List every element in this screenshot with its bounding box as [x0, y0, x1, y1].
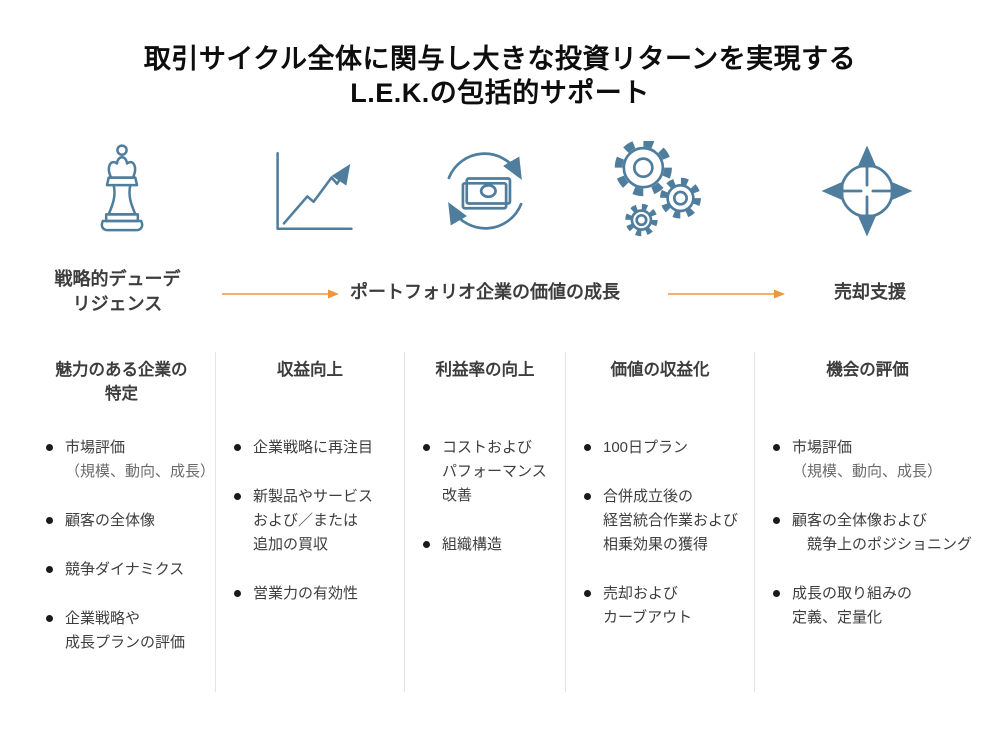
- bullet-list: コストおよび パフォーマンス 改善 組織構造: [411, 436, 559, 557]
- item-text: コストおよび パフォーマンス 改善: [442, 439, 547, 504]
- icons-row: [0, 140, 1000, 242]
- phase-due-diligence: 戦略的デューデ リジェンス: [20, 260, 215, 324]
- bullet-list: 市場評価 （規模、動向、成長） 顧客の全体像 競争ダイナミクス 企業戦略や 成長プ…: [34, 436, 216, 655]
- phase-value-growth: ポートフォリオ企業の価値の成長: [340, 260, 630, 324]
- list-item: 企業戦略に再注目: [234, 436, 398, 460]
- bullet-icon: [423, 444, 430, 451]
- bullet-icon: [773, 590, 780, 597]
- title-line-1: 取引サイクル全体に関与し大きな投資リターンを実現する: [143, 44, 857, 74]
- gears-icon: [565, 140, 754, 242]
- phase-flow: 戦略的デューデ リジェンス ポートフォリオ企業の価値の成長 売却支援: [0, 260, 1000, 324]
- column-header: 利益率の向上: [435, 361, 535, 379]
- bullet-icon: [234, 590, 241, 597]
- bullet-icon: [584, 444, 591, 451]
- item-text: 新製品やサービス および／または 追加の買収: [253, 488, 374, 553]
- bullet-list: 企業戦略に再注目 新製品やサービス および／または 追加の買収 営業力の有効性: [222, 436, 398, 606]
- cash-cycle-icon: [404, 140, 565, 242]
- list-item: 市場評価 （規模、動向、成長）: [46, 436, 216, 484]
- phase-label: 売却支援: [834, 281, 906, 302]
- page-title: 取引サイクル全体に関与し大きな投資リターンを実現する L.E.K.の包括的サポー…: [0, 0, 1000, 110]
- item-text: 市場評価: [792, 439, 853, 456]
- item-text: 企業戦略に再注目: [253, 439, 374, 456]
- column-header: 価値の収益化: [610, 361, 710, 379]
- column-revenue-growth: 収益向上 企業戦略に再注目 新製品やサービス および／または 追加の買収 営業力…: [215, 352, 404, 692]
- bullet-icon: [423, 541, 430, 548]
- list-item: 顧客の全体像: [46, 509, 209, 533]
- list-item: 競争ダイナミクス: [46, 558, 209, 582]
- bullet-icon: [584, 493, 591, 500]
- item-text: 顧客の全体像: [65, 512, 156, 529]
- bullet-icon: [584, 590, 591, 597]
- list-item: コストおよび パフォーマンス 改善: [423, 436, 559, 508]
- bullet-icon: [773, 517, 780, 524]
- phase-exit-support: 売却支援: [760, 260, 980, 324]
- bullet-list: 100日プラン 合併成立後の 経営統合作業および 相乗効果の獲得 売却および カ…: [572, 436, 748, 630]
- detail-columns: 魅力のある企業の 特定 市場評価 （規模、動向、成長） 顧客の全体像 競争ダイナミ…: [0, 352, 1000, 692]
- item-text: 市場評価: [65, 439, 126, 456]
- bullet-list: 市場評価 （規模、動向、成長） 顧客の全体像および 競争上のポジショニング 成長の…: [761, 436, 974, 630]
- column-target-identification: 魅力のある企業の 特定 市場評価 （規模、動向、成長） 顧客の全体像 競争ダイナミ…: [28, 352, 215, 692]
- item-text: 企業戦略や 成長プランの評価: [65, 610, 186, 651]
- bullet-icon: [46, 517, 53, 524]
- bullet-icon: [46, 615, 53, 622]
- bullet-icon: [46, 566, 53, 573]
- column-margin-improvement: 利益率の向上 コストおよび パフォーマンス 改善 組織構造: [404, 352, 565, 692]
- column-header: 機会の評価: [826, 361, 909, 379]
- flow-arrow-icon: [668, 287, 786, 305]
- growth-chart-icon: [215, 140, 404, 242]
- item-text: 100日プラン: [603, 439, 689, 456]
- title-line-2: L.E.K.の包括的サポート: [350, 78, 650, 108]
- column-header: 収益向上: [277, 361, 343, 379]
- bullet-icon: [773, 444, 780, 451]
- flow-arrow-icon: [222, 287, 340, 305]
- list-item: 成長の取り組みの 定義、定量化: [773, 582, 974, 630]
- list-item: 組織構造: [423, 533, 559, 557]
- list-item: 顧客の全体像および 競争上のポジショニング: [773, 509, 974, 557]
- expand-target-icon: [754, 140, 980, 242]
- column-opportunity-evaluation: 機会の評価 市場評価 （規模、動向、成長） 顧客の全体像および 競争上のポジショニ…: [754, 352, 980, 692]
- column-header: 魅力のある企業の 特定: [55, 361, 188, 403]
- item-text: 顧客の全体像および 競争上のポジショニング: [792, 512, 973, 553]
- item-subtext: （規模、動向、成長）: [792, 463, 943, 480]
- item-text: 組織構造: [442, 536, 503, 553]
- item-text: 合併成立後の 経営統合作業および 相乗効果の獲得: [603, 488, 739, 553]
- bullet-icon: [46, 444, 53, 451]
- chess-piece-icon: [28, 140, 215, 242]
- list-item: 企業戦略や 成長プランの評価: [46, 607, 209, 655]
- list-item: 合併成立後の 経営統合作業および 相乗効果の獲得: [584, 485, 748, 557]
- item-text: 売却および カーブアウト: [603, 585, 693, 626]
- bullet-icon: [234, 444, 241, 451]
- list-item: 新製品やサービス および／または 追加の買収: [234, 485, 398, 557]
- item-text: 成長の取り組みの 定義、定量化: [792, 585, 913, 626]
- list-item: 売却および カーブアウト: [584, 582, 748, 630]
- list-item: 営業力の有効性: [234, 582, 398, 606]
- phase-label: ポートフォリオ企業の価値の成長: [350, 281, 620, 302]
- item-text: 競争ダイナミクス: [65, 561, 185, 578]
- item-text: 営業力の有効性: [253, 585, 359, 602]
- phase-label: 戦略的デューデ リジェンス: [54, 269, 181, 314]
- bullet-icon: [234, 493, 241, 500]
- list-item: 市場評価 （規模、動向、成長）: [773, 436, 974, 484]
- column-value-monetization: 価値の収益化 100日プラン 合併成立後の 経営統合作業および 相乗効果の獲得 …: [565, 352, 754, 692]
- item-subtext: （規模、動向、成長）: [65, 463, 216, 480]
- list-item: 100日プラン: [584, 436, 748, 460]
